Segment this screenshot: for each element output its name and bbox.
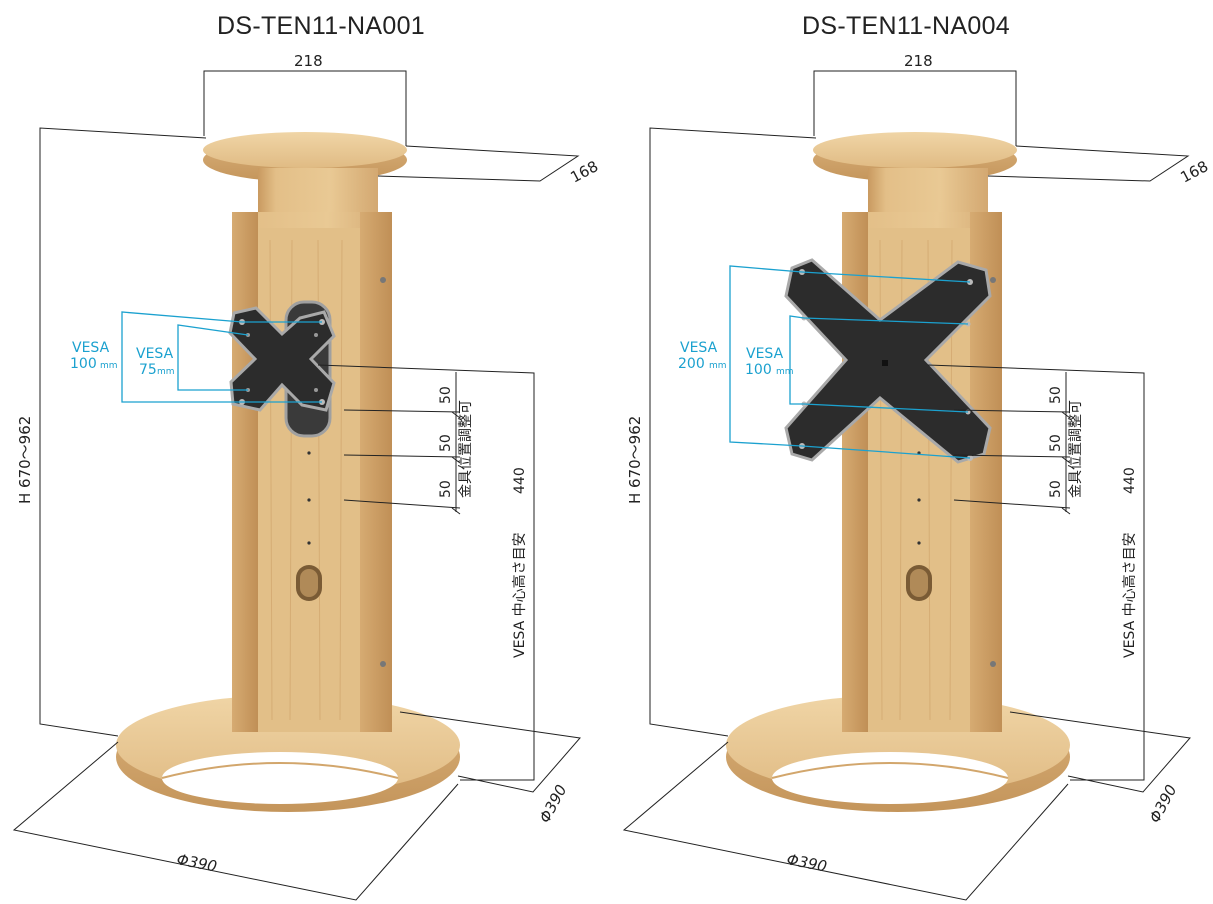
step-1-left: 50 [438,386,454,404]
dimension-lines-right [622,70,1191,901]
vesa-plate-left [228,306,336,412]
height-label-right: H 670～962 [626,416,644,504]
vesa-outer-value-right: 200 [678,356,705,372]
vesa-inner-value-right: 100 [745,362,772,378]
center-height-value-right: 440 [1122,467,1138,494]
step-3-left: 50 [438,480,454,498]
base-diameter-side-left: Φ390 [536,782,571,826]
vesa-outer-label-left: VESA [72,340,110,356]
vesa-outer-value-left: 100 [70,356,97,372]
vesa-inner-unit-right: mm [776,367,794,377]
height-label-left: H 670～962 [16,416,34,504]
base-diameter-front-left: Φ390 [175,850,218,875]
vesa-outer-unit-left: mm [100,361,118,371]
stand-right: 218 168 H 670～962 Φ390 Φ390 VESA 200 mm … [622,52,1211,901]
step-2-right: 50 [1048,434,1064,452]
step-1-right: 50 [1048,386,1064,404]
vesa-outer-unit-right: mm [709,361,727,371]
vesa-plate-right [784,258,992,464]
step-3-right: 50 [1048,480,1064,498]
adjust-label-left: 金具位置調整可 [458,400,474,498]
center-height-label-right: VESA 中心高さ目安 [1121,532,1138,658]
vesa-outer-label-right: VESA [680,340,718,356]
adjust-label-right: 金具位置調整可 [1068,400,1084,498]
top-width-label-left: 218 [294,52,323,70]
top-width-label-right: 218 [904,52,933,70]
top-depth-label-right: 168 [1177,157,1211,186]
step-2-left: 50 [438,434,454,452]
base-diameter-side-right: Φ390 [1146,782,1181,826]
center-height-value-left: 440 [512,467,528,494]
base-diameter-front-right: Φ390 [785,850,828,875]
stand-left: 218 168 H 670～962 Φ390 Φ390 VESA 100 mm … [12,52,601,901]
model-title-left: DS-TEN11-NA001 [217,12,425,40]
dimension-lines-left [12,70,581,901]
vesa-inner-label-right: VESA [746,346,784,362]
model-title-right: DS-TEN11-NA004 [802,12,1010,40]
vesa-inner-value-left: 75 [139,362,157,378]
vesa-lines-left [121,311,322,403]
vesa-inner-unit-left: mm [157,367,175,377]
vesa-inner-label-left: VESA [136,346,174,362]
center-height-label-left: VESA 中心高さ目安 [511,532,528,658]
top-depth-label-left: 168 [567,157,601,186]
vesa-lines-right [729,265,971,459]
